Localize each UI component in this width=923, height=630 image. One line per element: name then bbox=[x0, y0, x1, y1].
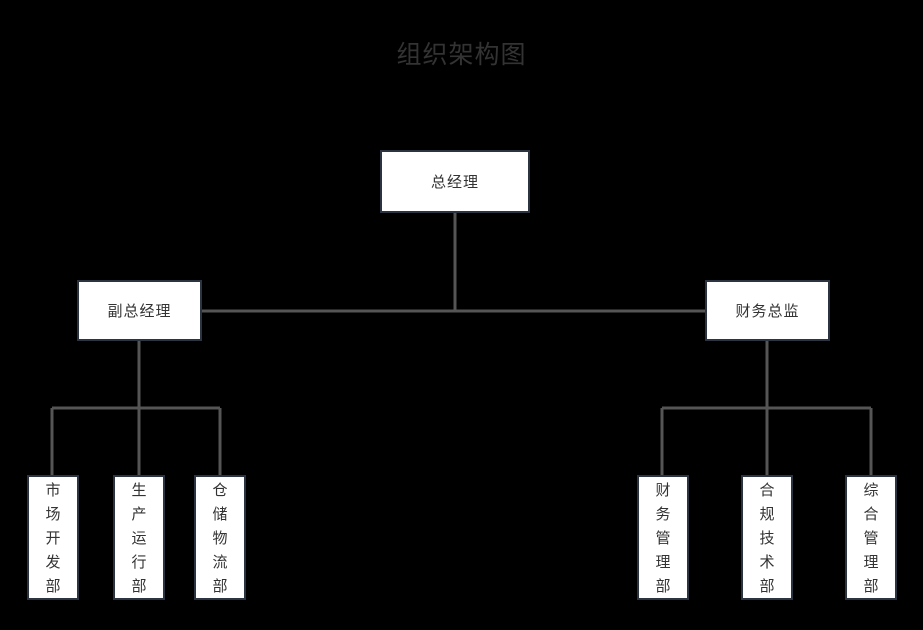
org-node-market-development[interactable]: 市场开发部 bbox=[27, 475, 79, 600]
org-node-label: 综合管理部 bbox=[863, 480, 879, 595]
org-node-label: 生产运行部 bbox=[131, 480, 147, 595]
org-node-label: 财务总监 bbox=[735, 301, 800, 320]
org-node-deputy-general-manager[interactable]: 副总经理 bbox=[77, 280, 202, 341]
page-title: 组织架构图 bbox=[396, 40, 527, 69]
org-node-label: 总经理 bbox=[430, 172, 479, 191]
org-node-general-administration[interactable]: 综合管理部 bbox=[845, 475, 897, 600]
org-node-label: 仓储物流部 bbox=[212, 480, 228, 595]
org-node-label: 财务管理部 bbox=[655, 480, 671, 595]
org-node-general-manager[interactable]: 总经理 bbox=[380, 150, 530, 213]
org-node-finance-director[interactable]: 财务总监 bbox=[705, 280, 830, 341]
org-node-finance-management[interactable]: 财务管理部 bbox=[637, 475, 689, 600]
org-node-label: 市场开发部 bbox=[45, 480, 61, 595]
org-node-label: 副总经理 bbox=[107, 301, 172, 320]
org-node-warehouse-logistics[interactable]: 仓储物流部 bbox=[194, 475, 246, 600]
org-node-production-operation[interactable]: 生产运行部 bbox=[113, 475, 165, 600]
org-node-label: 合规技术部 bbox=[759, 480, 775, 595]
org-node-compliance-technology[interactable]: 合规技术部 bbox=[741, 475, 793, 600]
